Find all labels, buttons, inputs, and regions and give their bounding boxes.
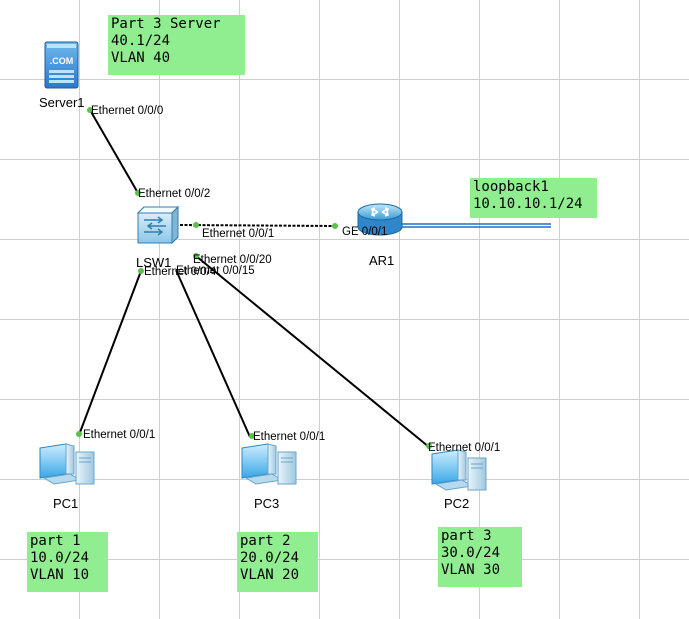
- port-label-router-ge001: GE 0/0/1: [342, 226, 388, 238]
- note-line: part 2: [240, 533, 291, 549]
- note-pc2[interactable]: part 3 30.0/24 VLAN 30: [438, 527, 522, 587]
- note-line: part 3: [441, 528, 492, 544]
- note-line: part 1: [30, 533, 81, 549]
- pc1-icon[interactable]: [39, 443, 95, 485]
- link-switch-router[interactable]: [179, 224, 336, 227]
- device-label-pc2[interactable]: PC2: [444, 496, 470, 511]
- device-label-router[interactable]: AR1: [369, 253, 395, 268]
- router-icon[interactable]: [357, 203, 403, 236]
- switch-icon[interactable]: [136, 205, 180, 245]
- links: [78, 109, 430, 448]
- port-dot-pc2-e001: [426, 443, 432, 449]
- note-line: 10.10.10.1/24: [473, 196, 583, 212]
- device-label-pc3[interactable]: PC3: [254, 496, 280, 511]
- device-label-pc1[interactable]: PC1: [53, 496, 79, 511]
- note-line: VLAN 20: [240, 567, 300, 583]
- note-line: 40.1/24: [111, 33, 171, 49]
- port-label-pc2-e001: Ethernet 0/0/1: [428, 442, 501, 454]
- port-dot-sw-e004: [138, 268, 144, 274]
- port-label-pc3-e001: Ethernet 0/0/1: [253, 431, 326, 443]
- pc3-icon[interactable]: [241, 443, 297, 485]
- note-line: VLAN 10: [30, 567, 90, 583]
- device-label-server[interactable]: Server1: [39, 95, 85, 110]
- port-dot-sw-e0020: [193, 253, 199, 259]
- port-dot-router-ge001: [332, 223, 338, 229]
- note-line: 30.0/24: [441, 545, 501, 561]
- port-label-sw-e004: Ethernet 0/0/4: [144, 266, 217, 278]
- device-label-switch[interactable]: LSW1: [136, 255, 172, 270]
- port-label-sw-e001: Ethernet 0/0/1: [202, 228, 275, 240]
- note-line: VLAN 30: [441, 562, 501, 578]
- port-dot-server-e000: [87, 107, 93, 113]
- link-switch-pc1[interactable]: [78, 270, 142, 436]
- note-line: 10.0/24: [30, 550, 90, 566]
- server-icon[interactable]: .COM: [44, 41, 79, 89]
- note-server[interactable]: Part 3 Server 40.1/24 VLAN 40: [108, 15, 245, 75]
- link-switch-pc2[interactable]: [195, 255, 430, 448]
- note-loopback[interactable]: loopback1 10.10.10.1/24: [470, 178, 597, 218]
- port-label-sw-e0015: Ethernet 0/0/15: [176, 265, 255, 277]
- note-line: Part 3 Server: [111, 16, 221, 32]
- port-dot-sw-e001: [193, 222, 199, 228]
- loopback-link: [400, 223, 551, 228]
- port-label-sw-e0020: Ethernet 0/0/20: [193, 254, 272, 266]
- server-badge: .COM: [50, 56, 74, 66]
- port-dot-pc3-e001: [249, 433, 255, 439]
- port-dots: [76, 107, 432, 449]
- note-pc3[interactable]: part 2 20.0/24 VLAN 20: [237, 532, 318, 592]
- pc2-icon[interactable]: [431, 449, 487, 491]
- link-switch-pc3[interactable]: [175, 269, 251, 438]
- note-line: 20.0/24: [240, 550, 300, 566]
- port-label-sw-e002: Ethernet 0/0/2: [138, 188, 211, 200]
- port-dot-sw-e002: [135, 190, 141, 196]
- note-pc1[interactable]: part 1 10.0/24 VLAN 10: [27, 532, 108, 592]
- port-label-pc1-e001: Ethernet 0/0/1: [83, 429, 156, 441]
- port-label-server-e000: Ethernet 0/0/0: [91, 105, 164, 117]
- note-line: loopback1: [473, 179, 549, 195]
- link-server-switch[interactable]: [89, 109, 139, 194]
- port-dot-pc1-e001: [76, 431, 82, 437]
- note-line: VLAN 40: [111, 50, 171, 66]
